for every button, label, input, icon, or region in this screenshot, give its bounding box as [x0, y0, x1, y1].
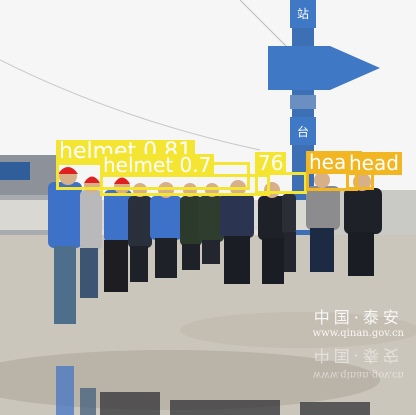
watermark-chinese: 中国·泰安: [313, 308, 403, 327]
watermark-chinese-reflection: 中国·泰安: [313, 346, 403, 365]
wet-patch: [180, 312, 416, 348]
building-sign: [0, 162, 30, 180]
worker-6: [180, 183, 202, 270]
watermark: 中国·泰安 www.qinan.gov.cn: [313, 304, 404, 339]
worker-4: [128, 183, 152, 282]
worker-1: [48, 167, 82, 324]
worker-7: [198, 183, 224, 264]
watermark-reflection: www.qinan.gov.cn 中国·泰安: [313, 345, 404, 380]
worker-9: [258, 182, 288, 284]
sign-lower: [290, 117, 316, 145]
worker-8: [220, 180, 254, 284]
worker-3: [104, 177, 132, 292]
wire: [0, 59, 261, 151]
reflection: [56, 366, 370, 415]
worker-10: [282, 194, 296, 272]
sign-char-top: 站: [297, 7, 309, 21]
sign-arrow: [268, 46, 380, 90]
worker-11: [306, 172, 340, 272]
worker-12: [344, 173, 382, 276]
watermark-url-reflection: www.qinan.gov.cn: [312, 369, 404, 380]
sign-bracket: [290, 95, 316, 109]
watermark-url: www.qinan.gov.cn: [312, 328, 404, 339]
sign-top: [290, 0, 316, 28]
sign-char-lower: 台: [297, 124, 309, 139]
